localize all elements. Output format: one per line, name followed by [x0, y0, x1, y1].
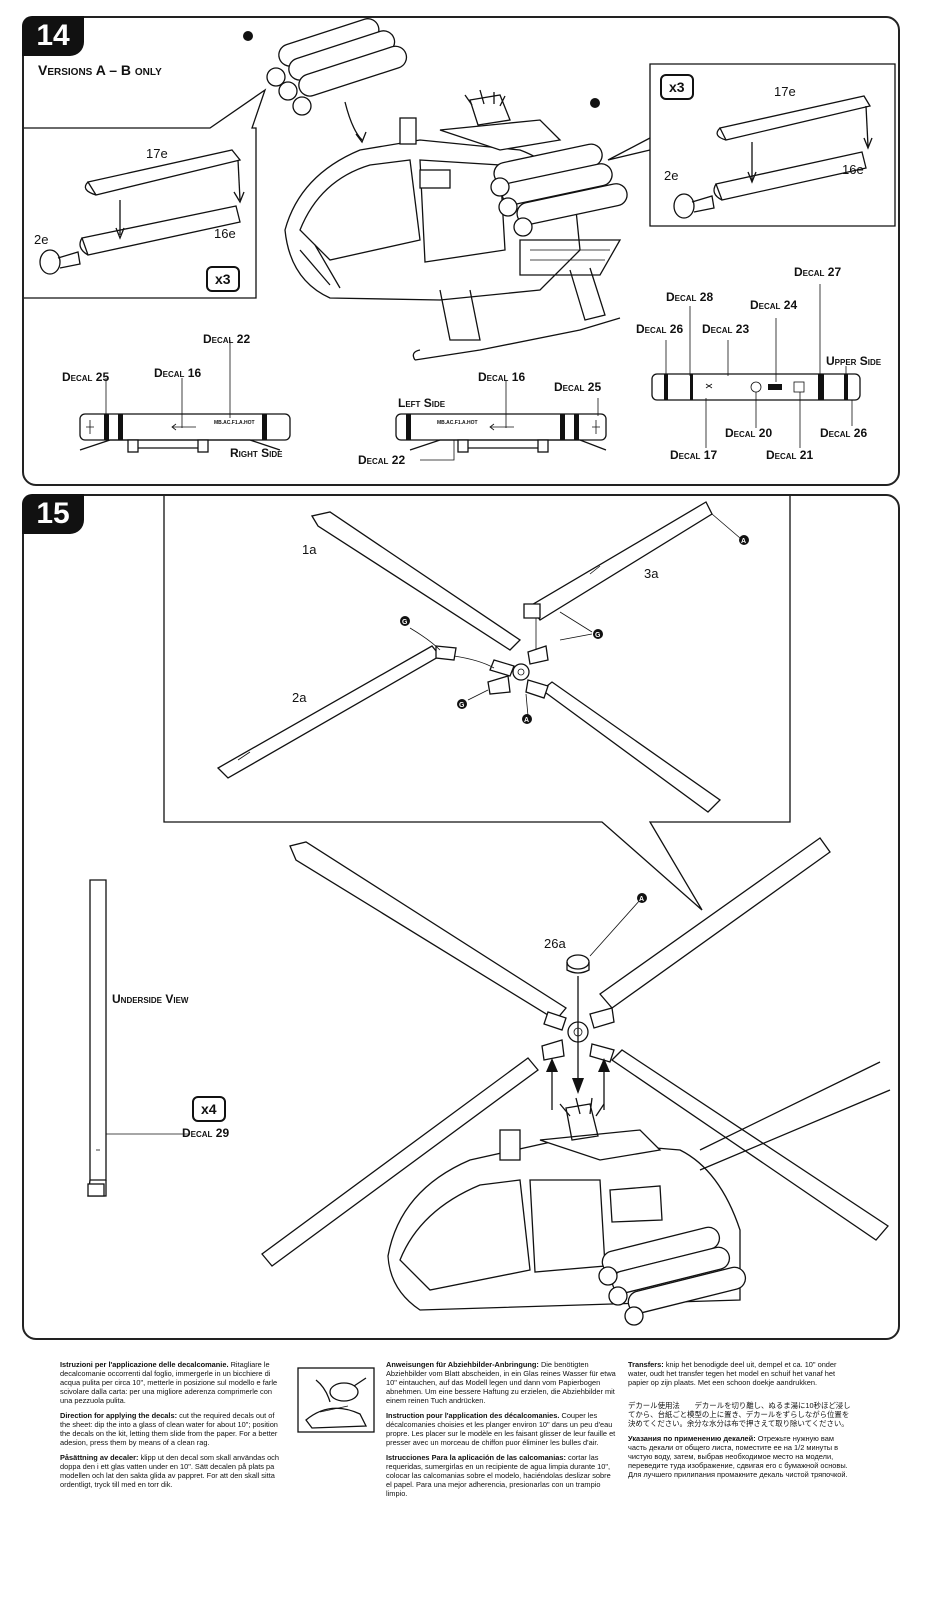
exploded-callout-frame: [163, 496, 791, 911]
russian-title: Указания по применению декалей:: [628, 1434, 756, 1443]
left-callout-frame: [24, 88, 267, 299]
callout-i-right: [590, 98, 600, 108]
right-tube-assembly: [673, 95, 873, 219]
part-17e-left: 17e: [146, 146, 168, 161]
right-callout-frame: [649, 63, 896, 227]
italian-body: Ritagliare le decalcomanie occorrenti da…: [60, 1360, 278, 1405]
svg-text:G: G: [595, 632, 601, 639]
part-17e-right: 17e: [774, 84, 796, 99]
part-16e-left: 16e: [214, 226, 236, 241]
svg-text:A: A: [524, 717, 529, 724]
assembled-rotor: [261, 837, 889, 1267]
rocket-tubes-top: [266, 18, 408, 116]
left-side-label: Left Side: [398, 396, 446, 410]
upper-decal-28: Decal 28: [666, 290, 714, 304]
left-tube-assembly: [39, 149, 245, 275]
step-15-drawing: G G G A A A: [87, 496, 891, 1326]
svg-text:A: A: [741, 538, 746, 545]
upper-side-label: Upper Side: [826, 354, 882, 368]
japanese-body: デカール使用法 デカールを切り離し、ぬるま湯に10秒ほど浸してから、台紙ごと模型…: [628, 1401, 851, 1428]
upper-decal-17: Decal 17: [670, 448, 718, 462]
helicopter-fuselage-14: [284, 89, 628, 361]
swedish-title: Påsättning av decaler:: [60, 1453, 139, 1462]
spanish-title: Istrucciones Para la aplicación de las c…: [386, 1453, 566, 1462]
exploded-rotor: [216, 501, 741, 813]
upper-decal-26-left: Decal 26: [636, 322, 684, 336]
multiplier-x4: x4: [192, 1096, 226, 1122]
part-16e-right: 16e: [842, 162, 864, 177]
part-2a: 2a: [292, 690, 307, 705]
right-decal-16: Decal 16: [154, 366, 202, 380]
instructions-column-3: Transfers: knip het benodigde deel uit, …: [628, 1360, 854, 1485]
left-decal-22: Decal 22: [358, 453, 406, 467]
svg-text:A: A: [639, 896, 644, 903]
left-decal-25: Decal 25: [554, 380, 602, 394]
french-title: Instruction pour l'application des décal…: [386, 1411, 560, 1420]
step-14-title: Versions A – B only: [38, 62, 162, 78]
underside-view-label: Underside View: [112, 992, 189, 1006]
spanish-body: cortar las requeridas, sumergirlas en un…: [386, 1453, 611, 1498]
step-14-drawing: [24, 18, 896, 461]
italian-title: Istruzioni per l'applicazione delle deca…: [60, 1360, 229, 1369]
instructions-column-2: Anweisungen für Abziehbilder-Anbringung:…: [386, 1360, 616, 1504]
dutch-body: knip het benodigde deel uit, dempel et c…: [628, 1360, 837, 1387]
part-1a: 1a: [302, 542, 317, 557]
instructions-column-1: Istruzioni per l'applicazione delle deca…: [60, 1360, 286, 1495]
upper-decal-27: Decal 27: [794, 265, 842, 279]
upper-decal-24: Decal 24: [750, 298, 798, 312]
right-decal-22: Decal 22: [203, 332, 251, 346]
tail-boom-upper-side: [651, 284, 861, 448]
svg-text:G: G: [459, 702, 465, 709]
right-side-label: Right Side: [230, 446, 283, 460]
step-15-number: 15: [22, 494, 84, 534]
right-side-marking: MB.AC.F1.A.HOT: [214, 420, 255, 426]
part-26a: 26a: [544, 936, 566, 951]
upper-decal-21: Decal 21: [766, 448, 814, 462]
swedish-body: klipp ut den decal som skall användas oc…: [60, 1453, 279, 1489]
multiplier-left: x3: [206, 266, 240, 292]
part-2e-left: 2e: [34, 232, 49, 247]
upper-decal-20: Decal 20: [725, 426, 773, 440]
english-title: Direction for applying the decals:: [60, 1411, 178, 1420]
svg-text:G: G: [402, 619, 408, 626]
dutch-title: Transfers:: [628, 1360, 664, 1369]
french-body: Couper les décalcomanies choisies et les…: [386, 1411, 616, 1447]
german-body: Die benötigten Abziehbilder vom Blatt ab…: [386, 1360, 616, 1405]
part-3a: 3a: [644, 566, 659, 581]
left-side-marking: MB.AC.F1.A.HOT: [437, 420, 478, 426]
tail-boom-left-side: [395, 380, 607, 461]
blade-underside-view: [87, 879, 190, 1197]
german-title: Anweisungen für Abziehbilder-Anbringung:: [386, 1360, 539, 1369]
upper-decal-26-right: Decal 26: [820, 426, 868, 440]
decal-29-label: Decal 29: [182, 1126, 230, 1140]
step-14-number: 14: [22, 16, 84, 56]
callout-i-top: [243, 31, 253, 41]
russian-body: Отрежьте нужную вам часть декали от обще…: [628, 1434, 848, 1479]
tail-boom-right-side: [79, 340, 291, 453]
right-decal-25: Decal 25: [62, 370, 110, 384]
multiplier-right: x3: [660, 74, 694, 100]
english-body: cut the required decals out of the sheet…: [60, 1411, 278, 1447]
left-decal-16: Decal 16: [478, 370, 526, 384]
upper-decal-23: Decal 23: [702, 322, 750, 336]
part-2e-right: 2e: [664, 168, 679, 183]
helicopter-fuselage-15: [387, 1061, 891, 1326]
